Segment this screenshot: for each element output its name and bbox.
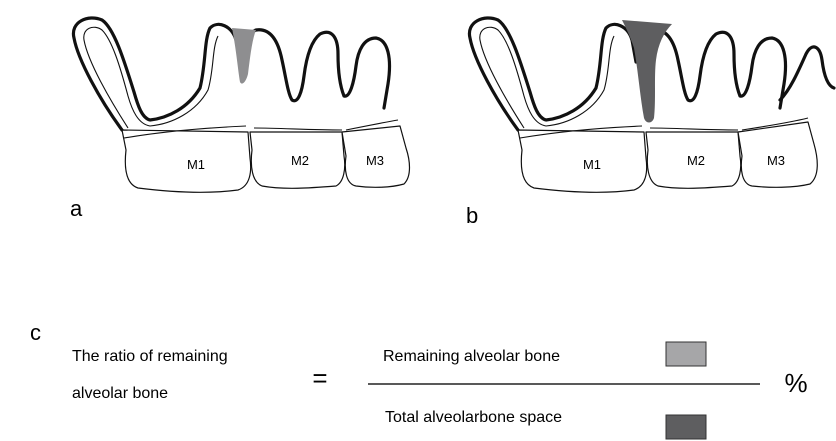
panel-a: M1 M2 M3 a — [70, 18, 410, 221]
panel-b-root-outline — [469, 18, 785, 130]
panel-b-label-m2: M2 — [687, 153, 705, 168]
ratio-label-line1: The ratio of remaining — [72, 348, 228, 365]
panel-b-total-bone-space — [622, 20, 672, 123]
panel-c-letter: c — [30, 320, 41, 345]
panel-a-letter: a — [70, 196, 83, 221]
panel-a-label-m1: M1 — [187, 157, 205, 172]
panel-c-formula: c The ratio of remaining alveolar bone =… — [30, 320, 808, 439]
panel-b-root-inner — [480, 27, 614, 128]
panel-a-root-outline — [73, 18, 389, 130]
panel-b: M1 M2 M3 b — [466, 18, 834, 228]
denominator-text: Total alveolarbone space — [385, 409, 562, 426]
panel-a-label-m3: M3 — [366, 153, 384, 168]
panel-b-root-outline-right — [780, 47, 834, 100]
panel-a-root-inner — [84, 27, 218, 128]
panel-b-label-m1: M1 — [583, 157, 601, 172]
equals-sign: = — [312, 363, 327, 393]
numerator-text: Remaining alveolar bone — [383, 348, 560, 365]
percent-sign: % — [784, 368, 807, 398]
panel-a-remaining-bone — [232, 28, 256, 84]
ratio-label-line2: alveolar bone — [72, 385, 168, 402]
numerator-swatch — [666, 342, 706, 366]
denominator-swatch — [666, 415, 706, 439]
panel-a-label-m2: M2 — [291, 153, 309, 168]
panel-b-letter: b — [466, 203, 478, 228]
panel-b-label-m3: M3 — [767, 153, 785, 168]
